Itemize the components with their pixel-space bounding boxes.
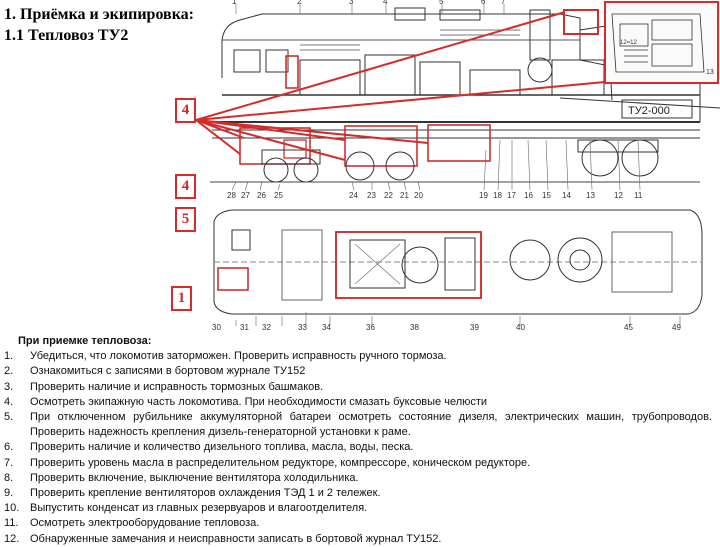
plan-callout-33: 33: [298, 323, 307, 332]
item-text: Проверить включение, выключение вентилят…: [30, 471, 359, 484]
list-item: 4. Осмотреть экипажную часть локомотива. …: [4, 395, 712, 410]
list-item: 12. Обнаруженные замечания и неисправност…: [4, 532, 712, 547]
requirements-block: При приемке тепловоза: 1. Убедиться, что …: [4, 334, 712, 547]
item-number: 2.: [4, 365, 14, 378]
callout-23: 23: [367, 191, 376, 200]
inset-number: 13: [706, 69, 714, 76]
callout-21: 21: [400, 191, 409, 200]
callout-16: 16: [524, 191, 533, 200]
plan-callout-34: 34: [322, 323, 331, 332]
area-badge-1: 1: [171, 286, 192, 311]
item-number: 5.: [4, 411, 14, 424]
item-number: 11.: [4, 517, 19, 530]
list-item: 8. Проверить включение, выключение вентил…: [4, 471, 712, 486]
callout-26: 26: [257, 191, 266, 200]
callout-4: 4: [383, 0, 388, 6]
callout-14: 14: [562, 191, 571, 200]
side-callouts: 1 2 3 4 5 6 7 11 12 13 14 15 16 17 18 19…: [227, 0, 643, 200]
plan-callout-36: 36: [366, 323, 375, 332]
item-text: Убедиться, что локомотив заторможен. Про…: [30, 350, 447, 363]
callout-18: 18: [493, 191, 502, 200]
plan-callout-38: 38: [410, 323, 419, 332]
callout-7: 7: [501, 0, 506, 6]
pointer-lines: [195, 11, 606, 161]
callout-25: 25: [274, 191, 283, 200]
plan-callout-40: 40: [516, 323, 525, 332]
callout-1: 1: [232, 0, 237, 6]
callout-11: 11: [634, 191, 643, 200]
inset-label: 12=12: [620, 40, 638, 46]
middle-bogie: [345, 151, 415, 181]
callout-3: 3: [349, 0, 354, 6]
area-badge-5: 5: [175, 207, 196, 232]
page-subtitle: 1.1 Тепловоз ТУ2: [4, 27, 129, 44]
plan-callout-31: 31: [240, 323, 249, 332]
item-text: Проверить наличие и исправность тормозны…: [30, 380, 324, 393]
list-item: 5. При отключенном рубильнике аккумулятор…: [4, 410, 712, 440]
item-text: Осмотреть экипажную часть локомотива. Пр…: [30, 395, 488, 408]
callout-5: 5: [439, 0, 444, 6]
callout-22: 22: [384, 191, 393, 200]
loco-label: ТУ2-000: [628, 105, 670, 117]
plan-callout-30: 30: [212, 323, 221, 332]
item-number: 10.: [4, 502, 20, 515]
item-text: Проверить уровень масла в распределитель…: [30, 456, 531, 469]
item-text: Проверить наличие и количество дизельног…: [30, 441, 414, 454]
callout-15: 15: [542, 191, 551, 200]
plan-callout-49: 49: [672, 323, 681, 332]
item-text: Проверить крепление вентиляторов охлажде…: [30, 487, 381, 500]
list-item: 6. Проверить наличие и количество дизельн…: [4, 440, 712, 455]
callout-6: 6: [481, 0, 486, 6]
callout-28: 28: [227, 191, 236, 200]
front-bogie: [261, 149, 321, 183]
callout-19: 19: [479, 191, 488, 200]
list-item: 11. Осмотреть электрооборудование теплово…: [4, 516, 712, 531]
list-item: 2. Ознакомиться с записями в бортовом жур…: [4, 364, 712, 379]
inset-detail: 12=12 13: [563, 1, 719, 84]
locomotive-drawing: ТУ2-000 1 2 3 4 5 6 7: [195, 0, 720, 332]
list-item: 1. Убедиться, что локомотив заторможен. П…: [4, 349, 712, 364]
item-number: 3.: [4, 380, 14, 393]
page-title: 1. Приёмка и экипировка:: [4, 6, 194, 23]
list-item: 3. Проверить наличие и исправность тормоз…: [4, 380, 712, 395]
plan-callout-32: 32: [262, 323, 271, 332]
requirements-list: 1. Убедиться, что локомотив заторможен. П…: [4, 349, 712, 547]
list-item: 9. Проверить крепление вентиляторов охлаж…: [4, 486, 712, 501]
item-text: Выпустить конденсат из главных резервуар…: [30, 502, 368, 515]
callout-17: 17: [507, 191, 516, 200]
callout-24: 24: [349, 191, 358, 200]
item-number: 4.: [4, 395, 14, 408]
callout-2: 2: [297, 0, 302, 6]
list-item: 10. Выпустить конденсат из главных резерв…: [4, 501, 712, 516]
list-item: 7. Проверить уровень масла в распределите…: [4, 456, 712, 471]
item-number: 6.: [4, 441, 14, 454]
item-number: 1.: [4, 350, 14, 363]
item-number: 7.: [4, 456, 14, 469]
callout-12: 12: [614, 191, 623, 200]
item-text: Ознакомиться с записями в бортовом журна…: [30, 365, 306, 378]
item-number: 8.: [4, 471, 14, 484]
item-number: 12.: [4, 532, 20, 545]
item-number: 9.: [4, 487, 14, 500]
item-text: Обнаруженные замечания и неисправности з…: [30, 532, 442, 545]
item-text: При отключенном рубильнике аккумуляторно…: [30, 411, 712, 439]
plan-view: [213, 209, 703, 326]
plan-callout-45: 45: [624, 323, 633, 332]
callout-20: 20: [414, 191, 423, 200]
callout-13: 13: [586, 191, 595, 200]
plan-callouts: 30 31 32 33 34 36 38 39 40 45 49: [212, 323, 681, 332]
callout-27: 27: [241, 191, 250, 200]
plan-callout-39: 39: [470, 323, 479, 332]
item-text: Осмотреть электрооборудование тепловоза.: [30, 517, 260, 530]
requirements-heading: При приемке тепловоза:: [18, 335, 152, 347]
area-badge-4-bottom: 4: [175, 174, 196, 199]
area-badge-4-top: 4: [175, 98, 196, 123]
